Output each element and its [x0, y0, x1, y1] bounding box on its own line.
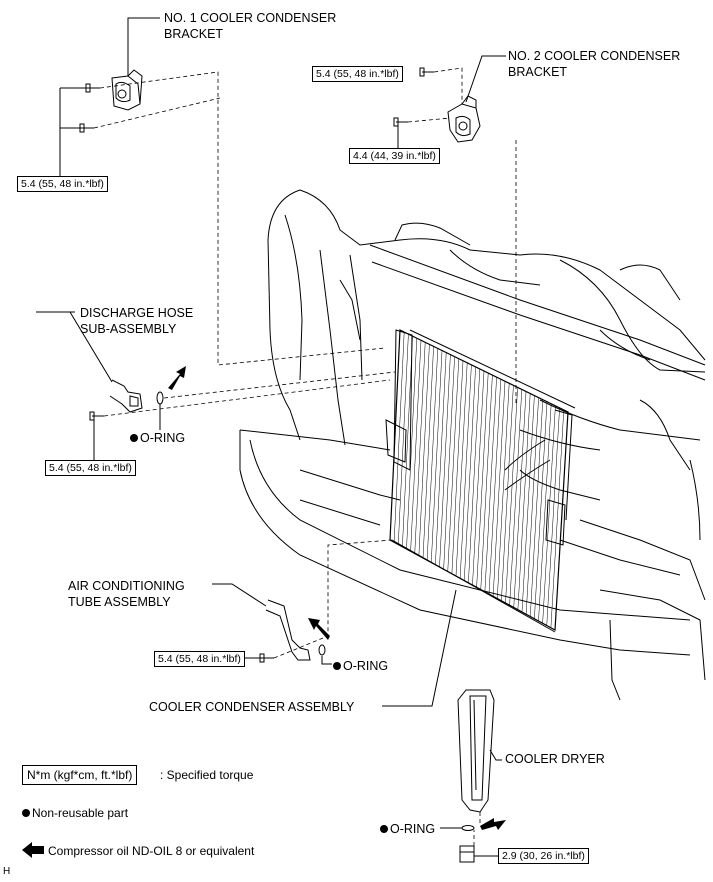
- legend-arrow: [22, 842, 44, 858]
- torque-box-discharge: 5.4 (55, 48 in.*lbf): [45, 460, 136, 476]
- condenser-fin: [447, 358, 460, 572]
- ac-tube: [265, 599, 311, 661]
- nonreusable-dot-icon: [130, 434, 138, 442]
- condenser-fin: [468, 368, 481, 583]
- condenser-fin: [488, 379, 502, 595]
- label-cc2-bracket: NO. 2 COOLER CONDENSER BRACKET: [508, 48, 680, 80]
- bolt-no1-lower: [79, 123, 94, 133]
- torque-box-cc2-upper: 5.4 (55, 48 in.*lbf): [312, 66, 403, 82]
- condenser-fin: [534, 401, 548, 619]
- label-cc1-line2: BRACKET: [164, 27, 224, 41]
- condenser-fin: [505, 387, 518, 604]
- oring-text: O-RING: [343, 659, 389, 673]
- condenser-fin: [530, 399, 544, 617]
- torque-box-cc2-lower: 4.4 (44, 39 in.*lbf): [349, 148, 440, 164]
- vehicle-front-outline: [239, 189, 706, 701]
- label-ac-line2: TUBE ASSEMBLY: [68, 595, 171, 609]
- condenser-fin: [538, 403, 552, 622]
- bracket-no2: [447, 95, 481, 143]
- legend-nonreusable-text: Non-reusable part: [32, 806, 129, 820]
- condenser-fin: [426, 348, 439, 561]
- corner-mark: H: [3, 866, 11, 877]
- condenser-fin: [464, 366, 476, 581]
- nonreusable-dot-icon: [22, 809, 30, 817]
- condenser-fin: [509, 389, 523, 606]
- condenser-fin: [431, 350, 443, 563]
- label-cc2-line1: NO. 2 COOLER CONDENSER: [508, 49, 681, 63]
- condenser-fin: [513, 391, 527, 608]
- condenser-fin: [480, 375, 493, 590]
- condenser-fin: [418, 344, 430, 556]
- condenser-fin: [410, 340, 422, 552]
- bracket-no1: [111, 69, 143, 111]
- label-cc1-line1: NO. 1 COOLER CONDENSER: [164, 11, 337, 25]
- torque-box-dryer: 2.9 (30, 26 in.*lbf): [498, 848, 589, 864]
- torque-box-cc1: 5.4 (55, 48 in.*lbf): [17, 176, 108, 192]
- discharge-hose: [109, 379, 143, 413]
- label-oring-ac: O-RING: [333, 658, 388, 674]
- legend-nonreusable: Non-reusable part: [22, 805, 128, 821]
- condenser-fin: [402, 336, 413, 547]
- dryer-oring: [461, 825, 475, 831]
- oring-text: O-RING: [140, 431, 186, 445]
- legend-compressor-oil: Compressor oil ND-OIL 8 or equivalent: [48, 844, 255, 858]
- label-cc2-line2: BRACKET: [508, 65, 568, 79]
- nonreusable-dot-icon: [333, 662, 341, 670]
- label-cooler-dryer: COOLER DRYER: [505, 752, 605, 766]
- condenser-fin: [501, 385, 514, 601]
- condenser-core: [385, 329, 576, 633]
- bolt-no1-upper: [85, 83, 100, 93]
- condenser-fin: [476, 373, 489, 588]
- condenser-fin: [542, 405, 556, 624]
- oil-arrows: [22, 366, 506, 858]
- legend-torque-box: N*m (kgf*cm, ft.*lbf): [22, 765, 138, 785]
- condenser-fin: [492, 381, 506, 597]
- discharge-oring: [156, 391, 164, 405]
- condenser-fin: [550, 409, 565, 628]
- condenser-fin: [497, 383, 510, 599]
- bolt-discharge: [89, 411, 104, 421]
- label-oring-dryer: O-RING: [380, 821, 435, 837]
- condenser-fin: [521, 395, 535, 613]
- oring-text: O-RING: [390, 822, 436, 836]
- label-condenser: COOLER CONDENSER ASSEMBLY: [149, 700, 355, 714]
- leader-lines: [36, 17, 506, 857]
- condenser-fin: [484, 377, 497, 592]
- ac-oring: [318, 644, 326, 656]
- condenser-fin: [459, 364, 472, 579]
- label-cc1-bracket: NO. 1 COOLER CONDENSER BRACKET: [164, 10, 336, 42]
- condenser-fin: [472, 370, 485, 586]
- bolt-ac: [259, 653, 274, 663]
- condenser-fin: [414, 342, 426, 554]
- dryer-plug: [459, 845, 475, 863]
- condenser-fin: [455, 362, 468, 577]
- label-ac-tube: AIR CONDITIONING TUBE ASSEMBLY: [68, 578, 185, 610]
- cooler-dryer: [457, 689, 495, 813]
- condenser-fin: [525, 397, 539, 615]
- condenser-fin: [517, 393, 531, 610]
- label-discharge-hose: DISCHARGE HOSE SUB-ASSEMBLY: [80, 305, 193, 337]
- bolt-no2-lower: [393, 117, 408, 127]
- condenser-fin: [443, 356, 455, 570]
- alignment-lines: [93, 67, 517, 846]
- condenser-fin: [451, 360, 464, 574]
- condenser-fin: [406, 338, 418, 550]
- label-discharge-line1: DISCHARGE HOSE: [80, 306, 194, 320]
- bolt-no2-upper: [419, 67, 434, 77]
- condenser-fin: [546, 407, 560, 626]
- label-discharge-line2: SUB-ASSEMBLY: [80, 322, 177, 336]
- condenser-fin: [398, 334, 409, 545]
- torque-box-ac: 5.4 (55, 48 in.*lbf): [154, 651, 245, 667]
- legend-torque-desc: : Specified torque: [160, 768, 254, 782]
- condenser-fin: [435, 352, 447, 565]
- condenser-fin: [422, 346, 434, 559]
- label-ac-line1: AIR CONDITIONING: [68, 579, 185, 593]
- label-oring-discharge: O-RING: [130, 430, 185, 446]
- condenser-fin: [439, 354, 451, 568]
- nonreusable-dot-icon: [380, 825, 388, 833]
- condenser-fin: [393, 332, 405, 543]
